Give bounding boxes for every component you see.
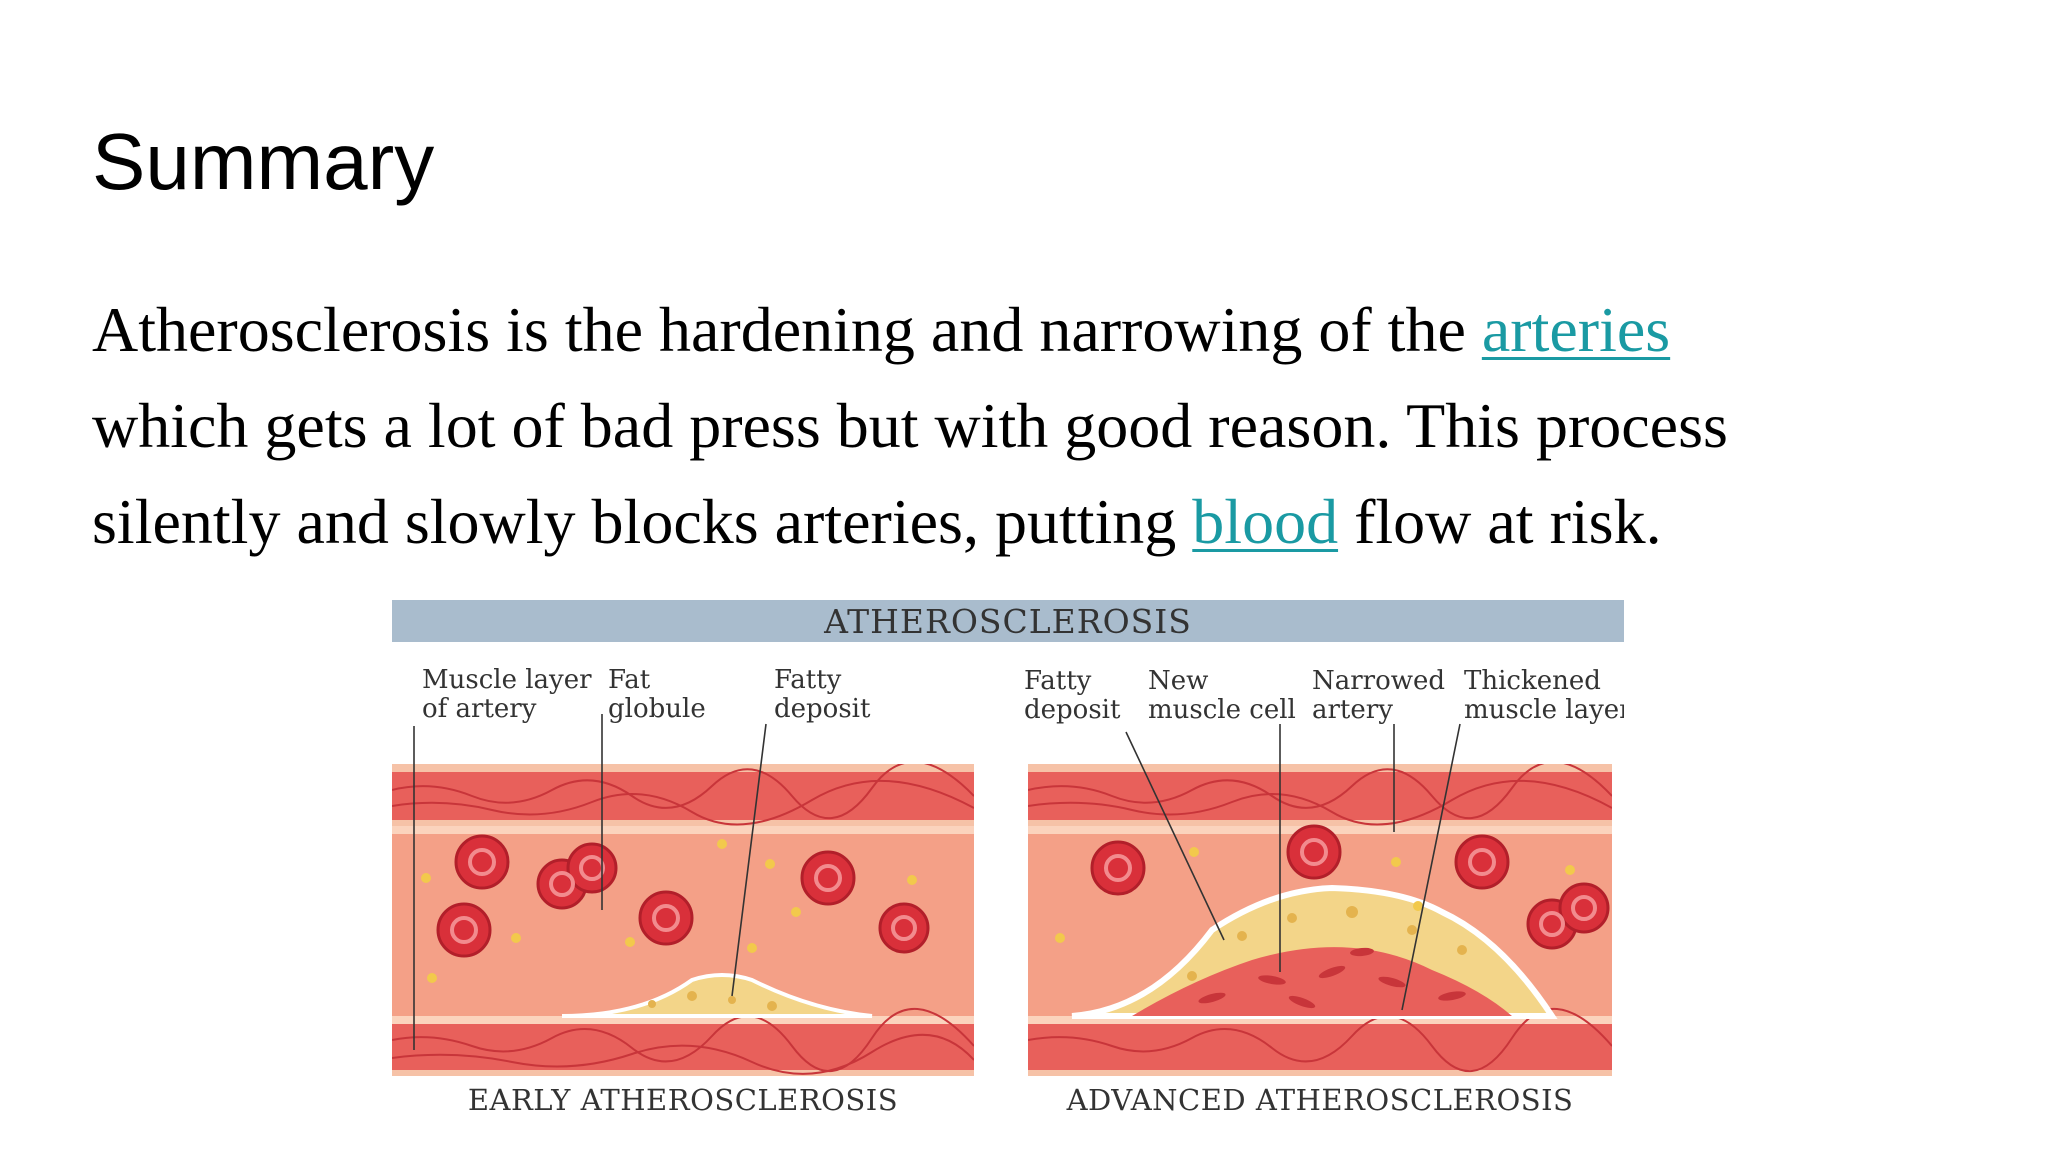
label-adv-fatty-deposit-2: deposit: [1024, 695, 1121, 725]
label-new-muscle-cell: New: [1148, 666, 1208, 696]
label-muscle-layer-2: of artery: [422, 694, 537, 724]
body-line-1: Atherosclerosis is the hardening and nar…: [92, 282, 1992, 378]
label-narrowed-artery-2: artery: [1312, 695, 1393, 725]
body-text-segment: flow at risk.: [1338, 486, 1662, 557]
label-narrowed-artery: Narrowed: [1312, 666, 1445, 696]
blood-link[interactable]: blood: [1192, 486, 1339, 557]
label-fatty-deposit-2: deposit: [774, 694, 871, 724]
figure-header-text: ATHEROSCLEROSIS: [823, 602, 1192, 641]
label-thickened-muscle-2: muscle layer: [1464, 695, 1624, 725]
label-fatty-deposit: Fatty: [774, 665, 842, 695]
label-thickened-muscle: Thickened: [1464, 666, 1601, 696]
figure-header-bar: [392, 600, 1624, 642]
arteries-link[interactable]: arteries: [1481, 294, 1671, 365]
body-text-segment: silently and slowly blocks arteries, put…: [92, 486, 1193, 557]
label-leader-lines: [413, 714, 1461, 1050]
body-line-2: which gets a lot of bad press but with g…: [92, 390, 1728, 461]
caption-early: EARLY ATHEROSCLEROSIS: [468, 1083, 898, 1117]
label-fat-globule-2: globule: [608, 694, 706, 724]
body-line-3: silently and slowly blocks arteries, put…: [92, 474, 1992, 570]
advanced-artery-illustration: [1028, 764, 1612, 1076]
body-paragraph: Atherosclerosis is the hardening and nar…: [92, 282, 1992, 570]
early-artery-illustration: [392, 764, 974, 1076]
label-new-muscle-cell-2: muscle cell: [1148, 695, 1296, 725]
label-adv-fatty-deposit: Fatty: [1024, 666, 1092, 696]
atherosclerosis-figure: ATHEROSCLEROSIS: [392, 600, 1624, 1140]
label-muscle-layer: Muscle layer: [422, 665, 592, 695]
slide-title: Summary: [92, 117, 435, 206]
body-text-segment: Atherosclerosis is the hardening and nar…: [92, 294, 1482, 365]
label-fat-globule: Fat: [608, 665, 651, 695]
caption-advanced: ADVANCED ATHEROSCLEROSIS: [1066, 1083, 1574, 1117]
